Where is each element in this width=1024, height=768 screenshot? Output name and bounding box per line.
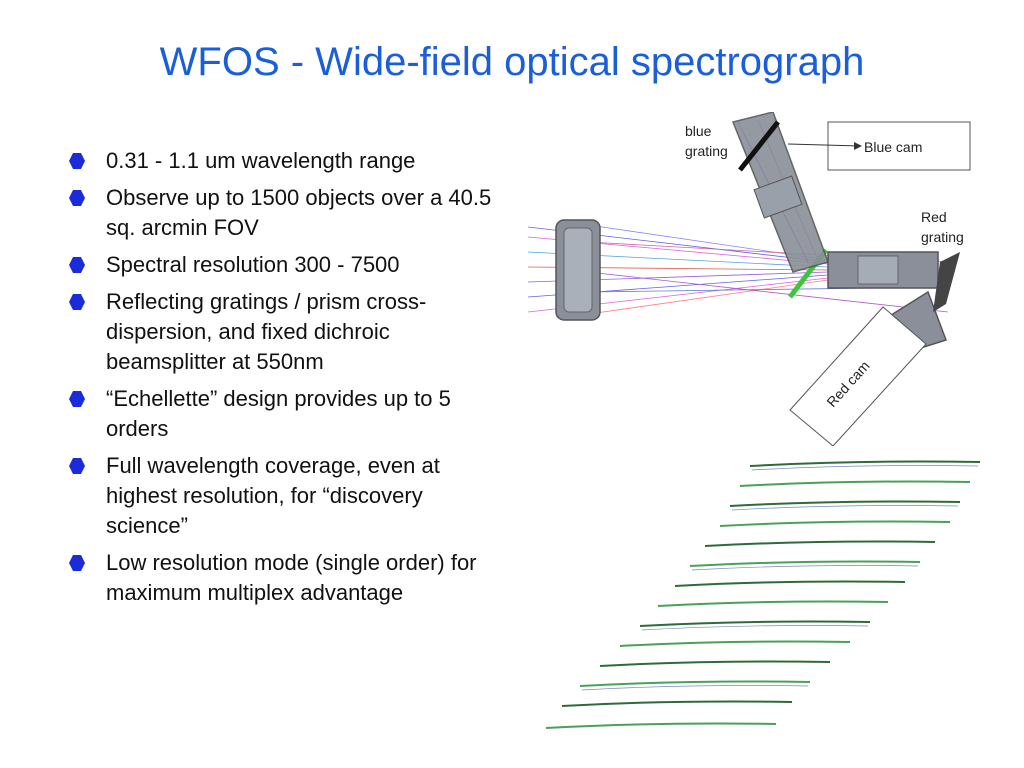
bullet-text: Observe up to 1500 objects over a 40.5 s… xyxy=(106,185,492,240)
red-grating-icon xyxy=(933,252,960,312)
bullet-text: Spectral resolution 300 - 7500 xyxy=(106,252,400,277)
slide-title: WFOS - Wide-field optical spectrograph xyxy=(159,40,865,84)
echelle-orders-diagram xyxy=(545,460,981,729)
bullet-text: Full wavelength coverage, even at highes… xyxy=(106,453,440,538)
spectral-orders xyxy=(545,460,981,729)
bullet-list: 0.31 - 1.1 um wavelength range Observe u… xyxy=(68,146,504,615)
bullet-text: 0.31 - 1.1 um wavelength range xyxy=(106,148,416,173)
bullet-item: Spectral resolution 300 - 7500 xyxy=(68,250,504,280)
blue-grating-label: grating xyxy=(685,143,728,159)
red-cam-box xyxy=(789,306,927,446)
red-grating-label: grating xyxy=(921,229,964,245)
blue-grating-label: blue xyxy=(685,123,712,139)
bullet-text: Low resolution mode (single order) for m… xyxy=(106,550,477,605)
bullet-hexagon-icon xyxy=(69,190,85,206)
bullet-hexagon-icon xyxy=(69,555,85,571)
bullet-item: Reflecting gratings / prism cross-disper… xyxy=(68,287,504,377)
bullet-item: Full wavelength coverage, even at highes… xyxy=(68,451,504,541)
bullet-hexagon-icon xyxy=(69,294,85,310)
bullet-item: 0.31 - 1.1 um wavelength range xyxy=(68,146,504,176)
bullet-item: Low resolution mode (single order) for m… xyxy=(68,548,504,608)
bullet-hexagon-icon xyxy=(69,257,85,273)
red-grating-label: Red xyxy=(921,209,947,225)
blue-cam-label: Blue cam xyxy=(864,139,922,155)
bullet-hexagon-icon xyxy=(69,391,85,407)
blue-grating-icon xyxy=(738,120,780,172)
bullet-text: “Echellette” design provides up to 5 ord… xyxy=(106,386,451,441)
bullet-text: Reflecting gratings / prism cross-disper… xyxy=(106,289,427,374)
bullet-item: Observe up to 1500 objects over a 40.5 s… xyxy=(68,183,504,243)
bullet-hexagon-icon xyxy=(69,153,85,169)
blue-cam-arrow xyxy=(787,143,861,147)
bullet-item: “Echellette” design provides up to 5 ord… xyxy=(68,384,504,444)
optical-layout-diagram: blue grating Blue cam Red grating Red ca… xyxy=(528,112,971,446)
bullet-hexagon-icon xyxy=(69,458,85,474)
